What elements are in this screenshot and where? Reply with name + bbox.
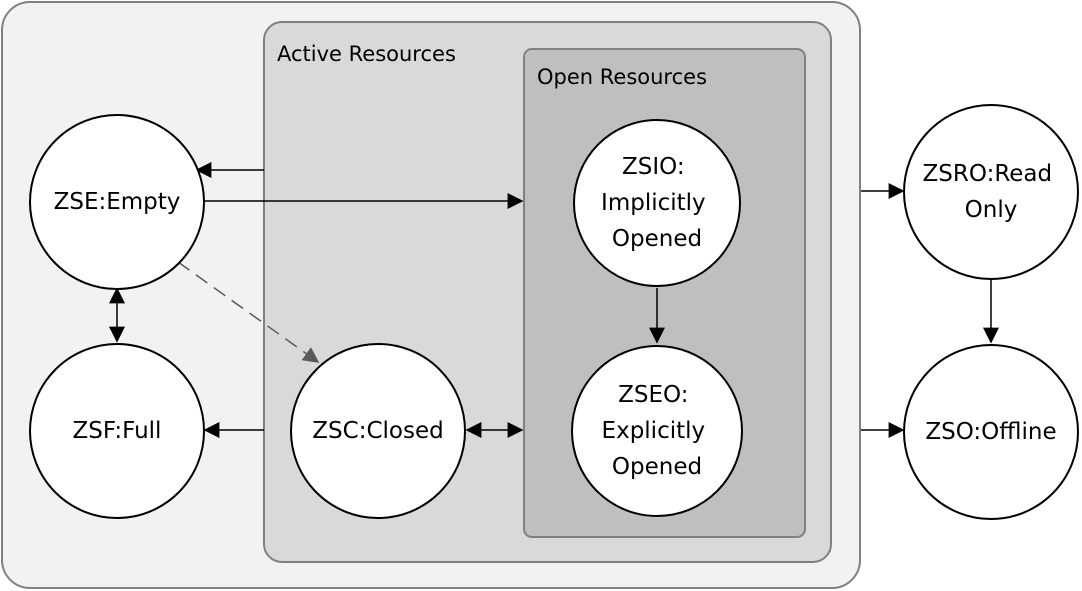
node-zsio-line-3: Opened: [612, 226, 702, 252]
open-resources-label: Open Resources: [537, 65, 707, 89]
node-zsf-circle: [29, 343, 205, 519]
svg-text:ZSEO: Explicitly O: ZSEO: Explicitly Opened: [602, 382, 713, 480]
node-zsro-line-2: Only: [965, 197, 1018, 223]
svg-text:ZSC:Closed: ZSC:Closed: [312, 418, 443, 444]
node-zso: ZSO:Offline: [903, 344, 1079, 520]
svg-text:ZSO:Offline: ZSO:Offline: [925, 419, 1056, 445]
node-zseo: ZSEO: Explicitly Opened: [571, 345, 743, 517]
node-zseo-line-3: Opened: [612, 454, 702, 480]
node-zsc-circle: [290, 343, 466, 519]
node-zsio-circle: [573, 119, 741, 287]
svg-text:ZSF:Full: ZSF:Full: [73, 418, 162, 444]
node-zso-line-1: ZSO:Offline: [925, 419, 1056, 445]
node-zsro-line-1: ZSRO:Read: [923, 161, 1053, 187]
node-zsro: ZSRO:Read Only: [903, 104, 1079, 280]
node-zso-circle: [903, 344, 1079, 520]
svg-text:ZSE:Empty: ZSE:Empty: [54, 189, 181, 215]
node-zsio-line-1: ZSIO:: [622, 154, 685, 180]
node-zsro-circle: [903, 104, 1079, 280]
edge-empty-to-closed-dashed: [177, 261, 320, 363]
svg-text:ZSIO: Implicitly O: ZSIO: Implicitly Opened: [601, 154, 713, 252]
node-zsf-line-1: ZSF:Full: [73, 418, 162, 444]
node-zseo-line-2: Explicitly: [602, 418, 706, 444]
node-zse-line-1: ZSE:Empty: [54, 189, 181, 215]
node-zsio: ZSIO: Implicitly Opened: [573, 119, 741, 287]
edges: [109, 162, 999, 438]
node-zse: ZSE:Empty: [29, 114, 205, 290]
node-zseo-circle: [571, 345, 743, 517]
node-zse-circle: [29, 114, 205, 290]
node-zsc-line-1: ZSC:Closed: [312, 418, 443, 444]
svg-text:ZSRO:Read Only: ZSRO:Read Only: [923, 161, 1060, 223]
node-zsf: ZSF:Full: [29, 343, 205, 519]
node-zseo-line-1: ZSEO:: [618, 382, 688, 408]
active-resources-label: Active Resources: [277, 42, 456, 66]
node-zsc: ZSC:Closed: [290, 343, 466, 519]
node-zsio-line-2: Implicitly: [601, 190, 706, 216]
